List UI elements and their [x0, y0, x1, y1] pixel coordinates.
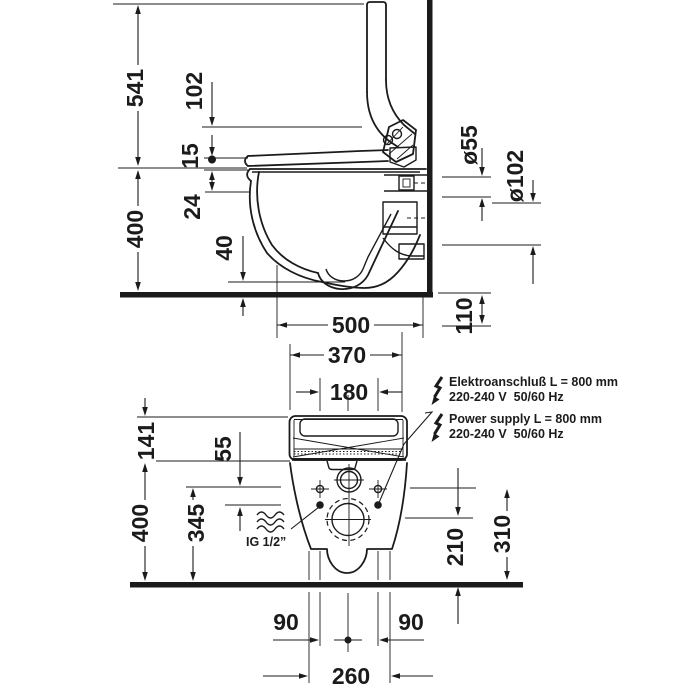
drain-outlet: [325, 497, 371, 542]
dim-310: 310: [489, 489, 515, 580]
dim-label-541: 541: [122, 69, 148, 108]
toilet-seat: [244, 146, 417, 168]
electrical-leader-line: [377, 411, 434, 506]
dim-210: 210: [442, 468, 468, 624]
side-extension-lines: [113, 3, 541, 412]
dim-15: 15: [177, 135, 216, 169]
seat-height-reference-dot: [208, 155, 216, 164]
electrical-note-de-1: Elektroanschluß L = 800 mm: [449, 375, 618, 389]
dim-400-side: 400: [122, 170, 148, 291]
electrical-connection-point: [374, 501, 382, 509]
water-leader-line: [290, 506, 320, 530]
wall-section: [427, 0, 433, 294]
dim-345: 345: [183, 488, 209, 581]
water-connection-label: IG 1/2”: [246, 535, 286, 549]
dim-40: 40: [211, 235, 246, 316]
dim-label-400-front: 400: [127, 504, 153, 542]
lightning-bolt-icon: [431, 376, 444, 405]
dim-label-345: 345: [183, 504, 209, 543]
dim-dia102: ø102: [502, 150, 536, 284]
front-view: IG 1/2” 141 400: [127, 395, 523, 689]
dim-370: 370: [290, 342, 402, 368]
dim-dia55: ø55: [456, 125, 485, 221]
dim-label-dia102: ø102: [502, 150, 528, 202]
dim-label-500: 500: [332, 312, 370, 338]
dim-102: 102: [181, 72, 215, 126]
dim-label-90-left: 90: [273, 609, 299, 635]
dim-label-260: 260: [332, 663, 370, 689]
water-connection-point: [316, 501, 324, 509]
electrical-note-en-1: Power supply L = 800 mm: [449, 412, 602, 426]
dim-541: 541: [122, 5, 148, 166]
dim-label-180: 180: [330, 379, 368, 405]
dim-label-110: 110: [451, 297, 477, 334]
dim-90-left: 90: [273, 609, 319, 643]
dim-label-400-side: 400: [122, 210, 148, 248]
water-supply-connection: [334, 467, 364, 493]
toilet-lid-open: [366, 1, 416, 148]
dim-label-15: 15: [177, 143, 203, 169]
dim-110: 110: [451, 295, 485, 335]
dim-260: 260: [263, 663, 433, 689]
dim-500: 500: [277, 312, 423, 338]
dim-label-210: 210: [442, 528, 468, 566]
dim-label-310: 310: [489, 515, 515, 553]
electrical-note-en-2: 220-240 V 50/60 Hz: [449, 427, 564, 441]
floor-line-front: [130, 582, 523, 588]
dim-label-370: 370: [328, 342, 366, 368]
in-wall-connections: [382, 174, 427, 260]
dim-label-55: 55: [210, 436, 236, 462]
dim-label-dia55: ø55: [456, 125, 482, 165]
electrical-note-de-2: 220-240 V 50/60 Hz: [449, 390, 564, 404]
bowl-front: [289, 460, 408, 574]
fixing-hole-right: [369, 480, 387, 498]
toilet-bowl-section: [246, 168, 427, 290]
dim-label-24: 24: [179, 194, 205, 220]
lightning-bolt-icon: [431, 413, 444, 442]
dim-label-102: 102: [181, 72, 207, 110]
width-dimensions: 370 180: [290, 342, 402, 405]
seat-tank-front: [288, 415, 408, 461]
side-view: 541 102 15 24: [113, 0, 541, 412]
floor-line-side: [120, 292, 433, 298]
dim-label-90-right: 90: [398, 609, 424, 635]
dim-180: 180: [296, 379, 402, 405]
dim-141: 141: [133, 398, 159, 464]
electrical-annotation: Elektroanschluß L = 800 mm 220-240 V 50/…: [377, 375, 618, 506]
water-waves-icon: [256, 511, 285, 533]
dim-55: 55: [210, 432, 243, 531]
dim-label-40: 40: [211, 235, 237, 261]
dim-24: 24: [179, 171, 215, 220]
dim-label-141: 141: [133, 422, 159, 461]
dim-400-front: 400: [127, 463, 153, 581]
water-annotation: IG 1/2”: [246, 506, 320, 549]
fixing-hole-left: [311, 480, 329, 498]
centerline-marker: [334, 636, 362, 644]
dim-90-right: 90: [379, 609, 424, 643]
